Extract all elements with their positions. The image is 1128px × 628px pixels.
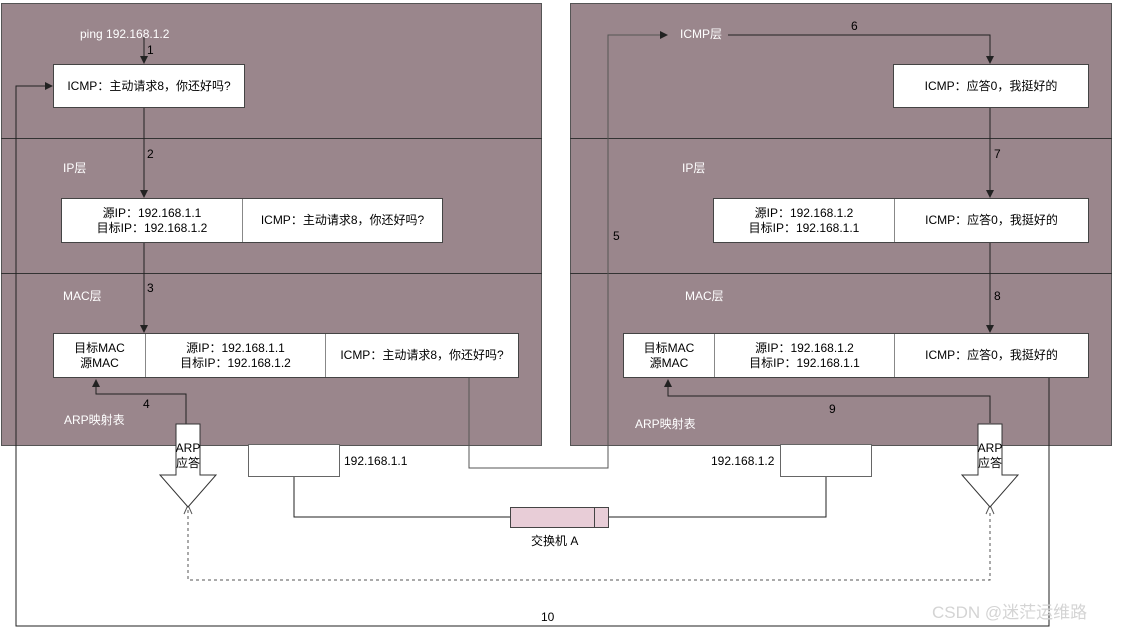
arp-dotted-path — [187, 510, 991, 581]
left-port-to-switch-wire — [293, 477, 510, 518]
right-ip-mac-separator — [570, 273, 1112, 274]
right-arp-reply-label: ARP 应答 — [977, 441, 1003, 470]
right-mac-dst: 目标MAC — [643, 340, 695, 355]
left-ip-dst: 目标IP：192.168.1.2 — [96, 220, 208, 235]
right-mac-payload-cell: ICMP：应答0，我挺好的 — [894, 334, 1088, 377]
arrow-step-5 — [468, 31, 668, 469]
step-label-4: 4 — [143, 397, 150, 411]
left-arp-reply-label: ARP 应答 — [175, 441, 201, 470]
left-ip-src: 源IP：192.168.1.1 — [102, 205, 202, 220]
left-ip-payload-cell: ICMP：主动请求8，你还好吗? — [242, 199, 442, 242]
arrow-step-10 — [15, 82, 1050, 627]
right-ip-layer-label: IP层 — [682, 161, 706, 175]
step-label-8: 8 — [994, 289, 1001, 303]
switch-a — [510, 507, 609, 528]
left-mac-frame-box: 目标MAC 源MAC 源IP：192.168.1.1 目标IP：192.168.… — [53, 333, 519, 378]
left-arp-reply-arrow-shape — [158, 423, 218, 508]
right-mac-ip-dst: 目标IP：192.168.1.1 — [749, 355, 860, 370]
step-label-9: 9 — [829, 402, 836, 416]
left-ip-address: 192.168.1.1 — [344, 454, 408, 468]
right-icmp-layer-label: ICMP层 — [680, 27, 723, 41]
arrow-step-9 — [664, 379, 991, 423]
right-ip-src: 源IP：192.168.1.2 — [754, 205, 854, 220]
left-mac-src: 源MAC — [80, 355, 119, 370]
left-mac-ip-dst: 目标IP：192.168.1.2 — [180, 355, 291, 370]
left-mac-ip-src: 源IP：192.168.1.1 — [186, 340, 285, 355]
right-ip-payload-cell: ICMP：应答0，我挺好的 — [894, 199, 1088, 242]
right-icmp-reply-text: ICMP：应答0，我挺好的 — [924, 78, 1058, 93]
step-label-7: 7 — [994, 147, 1001, 161]
step-label-5: 5 — [613, 229, 620, 243]
right-mac-ip-src: 源IP：192.168.1.2 — [755, 340, 854, 355]
left-icmp-ip-separator — [1, 138, 542, 139]
right-mac-ip-cell: 源IP：192.168.1.2 目标IP：192.168.1.1 — [714, 334, 894, 377]
left-ip-layer-label: IP层 — [63, 161, 87, 175]
left-mac-address-cell: 目标MAC 源MAC — [54, 334, 145, 377]
right-icmp-ip-separator — [570, 138, 1112, 139]
left-arp-table-label: ARP映射表 — [64, 413, 125, 427]
right-arp-table-label: ARP映射表 — [635, 417, 696, 431]
switch-to-right-port-wire — [609, 477, 827, 518]
left-ip-header-cell: 源IP：192.168.1.1 目标IP：192.168.1.2 — [62, 199, 242, 242]
left-ip-mac-separator — [1, 273, 542, 274]
right-arp-reply-arrow-shape — [960, 423, 1020, 508]
step-label-10: 10 — [541, 610, 555, 624]
right-icmp-reply-box: ICMP：应答0，我挺好的 — [893, 64, 1089, 108]
right-ip-dst: 目标IP：192.168.1.1 — [748, 220, 860, 235]
arrow-step-6 — [728, 34, 994, 64]
switch-a-end-cap — [594, 508, 608, 527]
right-ip-packet-box: 源IP：192.168.1.2 目标IP：192.168.1.1 ICMP：应答… — [713, 198, 1089, 243]
right-mac-src: 源MAC — [649, 355, 689, 370]
left-ping-command: ping 192.168.1.2 — [80, 27, 170, 41]
right-mac-layer-label: MAC层 — [685, 289, 724, 303]
step-label-2: 2 — [147, 147, 154, 161]
step-label-1: 1 — [147, 43, 154, 57]
switch-a-label: 交换机 A — [531, 534, 579, 548]
left-mac-dst: 目标MAC — [74, 340, 125, 355]
left-mac-layer-label: MAC层 — [63, 289, 102, 303]
arrow-step-4 — [92, 379, 187, 425]
step-label-3: 3 — [147, 281, 154, 295]
right-ip-address: 192.168.1.2 — [711, 454, 775, 468]
right-network-port — [780, 444, 872, 477]
left-mac-ip-cell: 源IP：192.168.1.1 目标IP：192.168.1.2 — [145, 334, 325, 377]
right-mac-frame-box: 目标MAC 源MAC 源IP：192.168.1.2 目标IP：192.168.… — [623, 333, 1089, 378]
left-mac-payload-cell: ICMP：主动请求8，你还好吗? — [325, 334, 518, 377]
right-ip-header-cell: 源IP：192.168.1.2 目标IP：192.168.1.1 — [714, 199, 894, 242]
step-label-6: 6 — [851, 19, 858, 33]
left-ip-packet-box: 源IP：192.168.1.1 目标IP：192.168.1.2 ICMP：主动… — [61, 198, 443, 243]
left-icmp-request-box: ICMP：主动请求8，你还好吗? — [53, 64, 245, 108]
left-icmp-request-text: ICMP：主动请求8，你还好吗? — [67, 78, 231, 93]
left-network-port — [248, 444, 340, 477]
csdn-watermark: CSDN @迷茫运维路 — [932, 603, 1088, 622]
right-mac-address-cell: 目标MAC 源MAC — [624, 334, 714, 377]
